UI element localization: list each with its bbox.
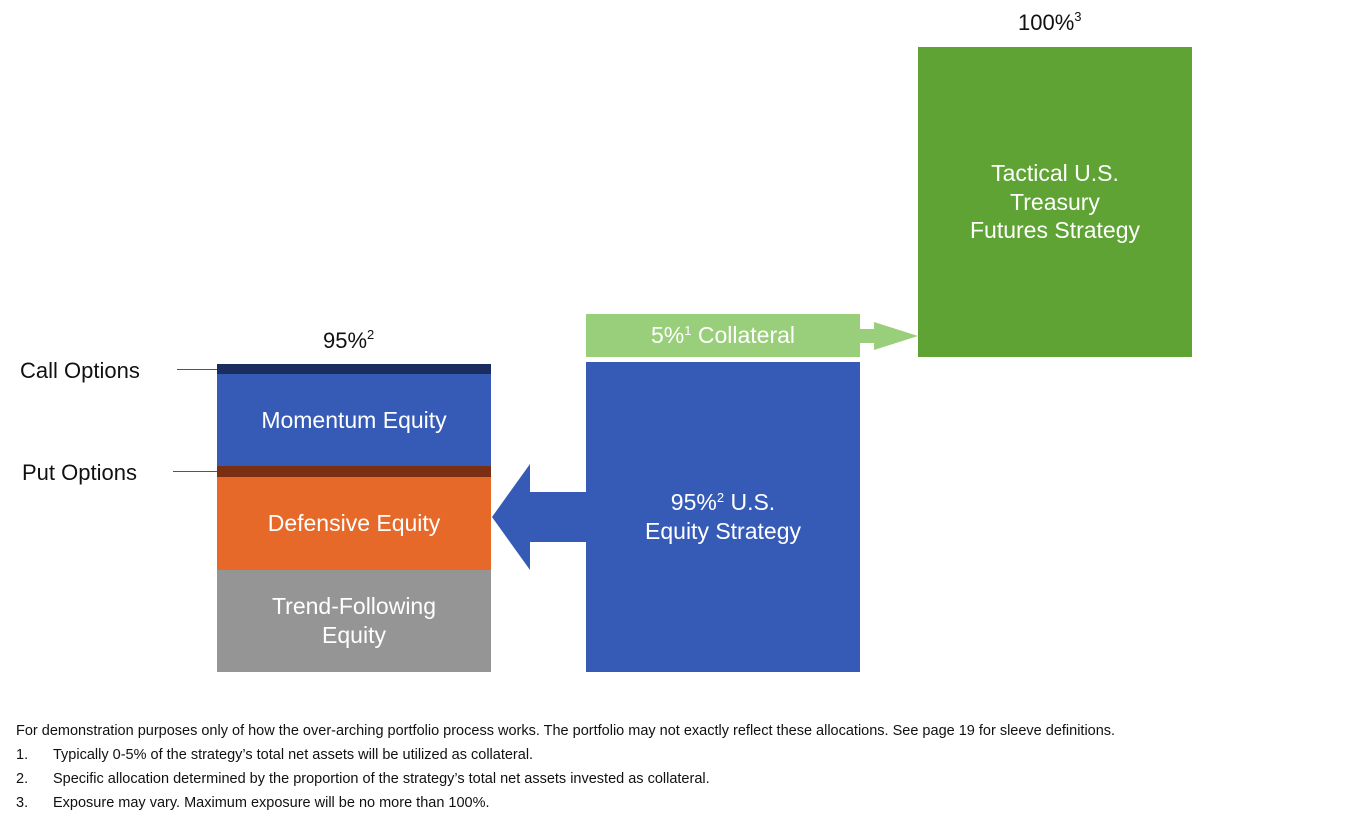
equity-strategy-percentage: 95%: [670, 489, 717, 516]
footnote-3: 3.Exposure may vary. Maximum exposure wi…: [16, 795, 490, 811]
equity-strategy-footnote-ref: 2: [716, 490, 725, 506]
collateral-bar: 5%1 Collateral: [586, 314, 860, 357]
equity-strategy-line-2: Equity Strategy: [645, 518, 801, 544]
treasury-futures-strategy-box: Tactical U.S. Treasury Futures Strategy: [918, 47, 1192, 357]
allocation-arrow: [492, 464, 586, 570]
put-options-label: Put Options: [22, 460, 137, 485]
call-options-leader-line: [177, 369, 217, 370]
trend-following-equity-layer: Trend-Following Equity: [217, 570, 491, 672]
momentum-equity-layer: Momentum Equity: [217, 374, 491, 466]
call-options-layer: [217, 364, 491, 374]
defensive-equity-layer: Defensive Equity: [217, 477, 491, 570]
treasury-line-1: Tactical U.S.: [991, 159, 1119, 186]
put-options-leader-line: [173, 471, 217, 472]
footnote-2: 2.Specific allocation determined by the …: [16, 771, 710, 787]
footnote-1: 1.Typically 0-5% of the strategy’s total…: [16, 747, 534, 763]
us-equity-strategy-box: 95%2 U.S. Equity Strategy: [586, 362, 860, 672]
equity-strategy-line-1: U.S.: [724, 489, 776, 516]
footer-note: For demonstration purposes only of how t…: [16, 723, 1116, 739]
put-options-layer: [217, 466, 491, 477]
treasury-line-2: Treasury: [1010, 188, 1100, 215]
collateral-percentage: 5%: [650, 322, 685, 349]
treasury-line-3: Futures Strategy: [969, 217, 1141, 244]
collateral-footnote-ref: 1: [684, 323, 692, 339]
collateral-arrow: [858, 322, 918, 350]
treasury-percentage: 100%3: [1018, 9, 1082, 35]
call-options-label: Call Options: [20, 358, 140, 383]
left-stack-percentage: 95%2: [323, 327, 375, 353]
collateral-label: Collateral: [691, 322, 796, 349]
